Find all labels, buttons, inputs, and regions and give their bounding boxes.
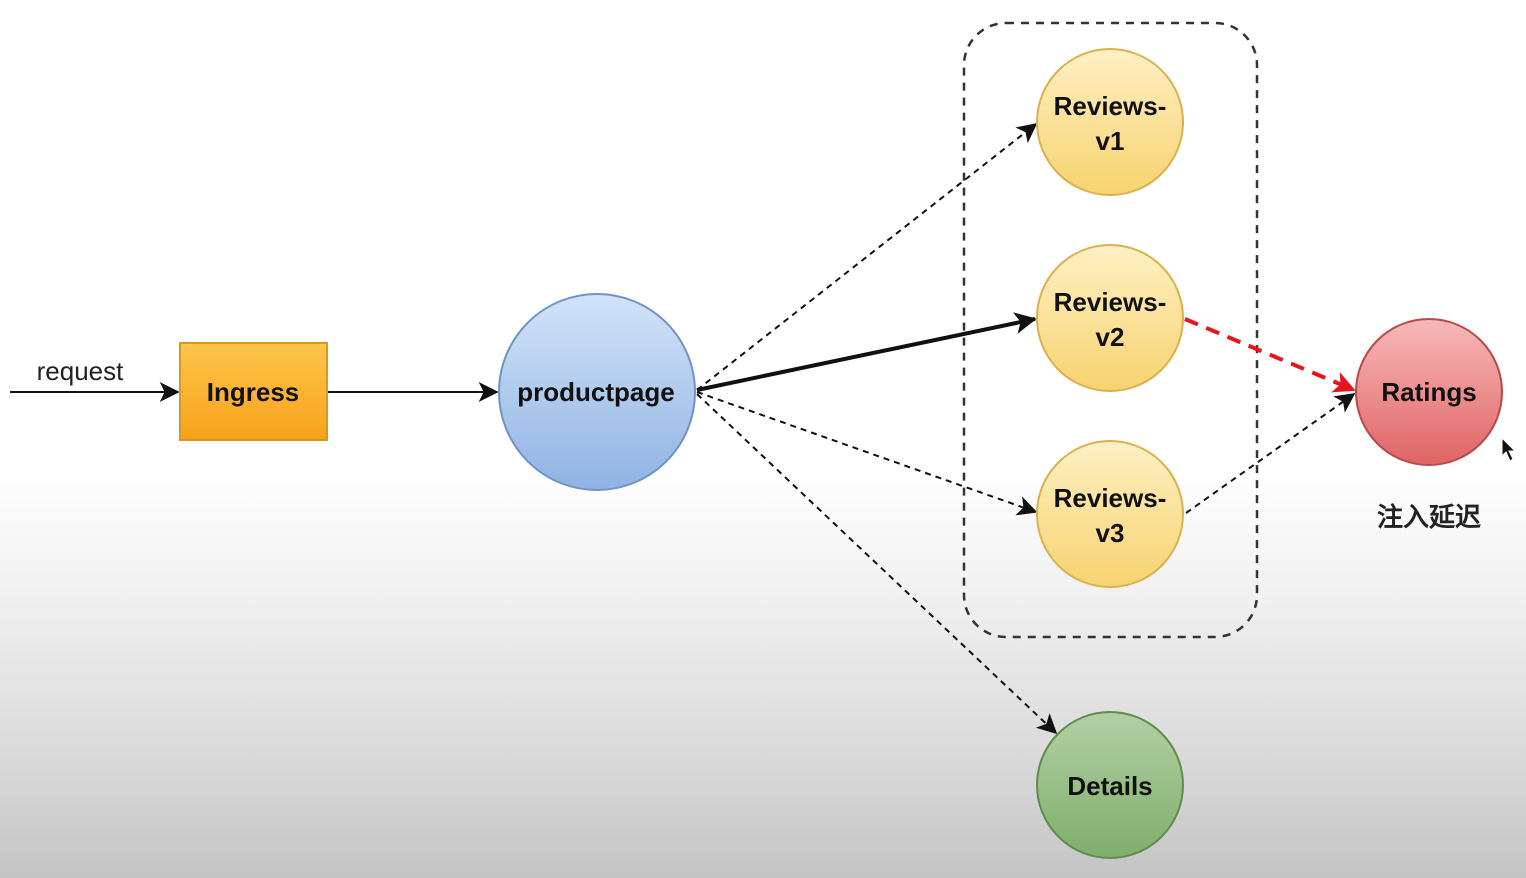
node-ratings[interactable]: Ratings	[1355, 318, 1503, 466]
node-details[interactable]: Details	[1036, 711, 1184, 859]
edge-reviews-v3-to-ratings	[1185, 393, 1356, 514]
edge-productpage-to-details	[696, 393, 1058, 735]
reviews-v2-circle	[1036, 244, 1184, 392]
ingress-label: Ingress	[207, 377, 300, 407]
details-circle	[1036, 711, 1184, 859]
details-label: Details	[1067, 771, 1152, 801]
ratings-circle	[1355, 318, 1503, 466]
productpage-label: productpage	[517, 377, 674, 407]
edges	[10, 122, 1356, 735]
node-productpage[interactable]: productpage	[498, 293, 696, 491]
reviews-v3-circle	[1036, 440, 1184, 588]
node-reviews-v2[interactable]: Reviews- v2	[1036, 244, 1184, 392]
node-reviews-v1[interactable]: Reviews- v1	[1036, 48, 1184, 196]
reviews-v2-label-line1: Reviews-	[1054, 287, 1167, 317]
request-label: request	[37, 356, 124, 386]
edge-productpage-to-reviews-v3	[696, 391, 1038, 516]
ingress-box	[179, 342, 328, 441]
node-ingress[interactable]: Ingress	[179, 342, 328, 441]
reviews-v1-label-line2: v1	[1096, 126, 1125, 156]
reviews-v2-label-line2: v2	[1096, 322, 1125, 352]
node-reviews-v3[interactable]: Reviews- v3	[1036, 440, 1184, 588]
ratings-label: Ratings	[1381, 377, 1476, 407]
edge-productpage-to-reviews-v1	[696, 122, 1038, 391]
reviews-v3-label-line1: Reviews-	[1054, 483, 1167, 513]
productpage-circle	[498, 293, 696, 491]
reviews-v1-label-line1: Reviews-	[1054, 91, 1167, 121]
mouse-cursor-icon	[1501, 436, 1517, 462]
reviews-v1-circle	[1036, 48, 1184, 196]
edge-reviews-v2-to-ratings	[1184, 317, 1356, 393]
reviews-v3-label-line2: v3	[1096, 518, 1125, 548]
fault-injection-annotation: 注入延迟	[1377, 502, 1481, 533]
reviews-group-box	[962, 21, 1259, 639]
edge-productpage-to-reviews-v2	[696, 312, 1037, 392]
